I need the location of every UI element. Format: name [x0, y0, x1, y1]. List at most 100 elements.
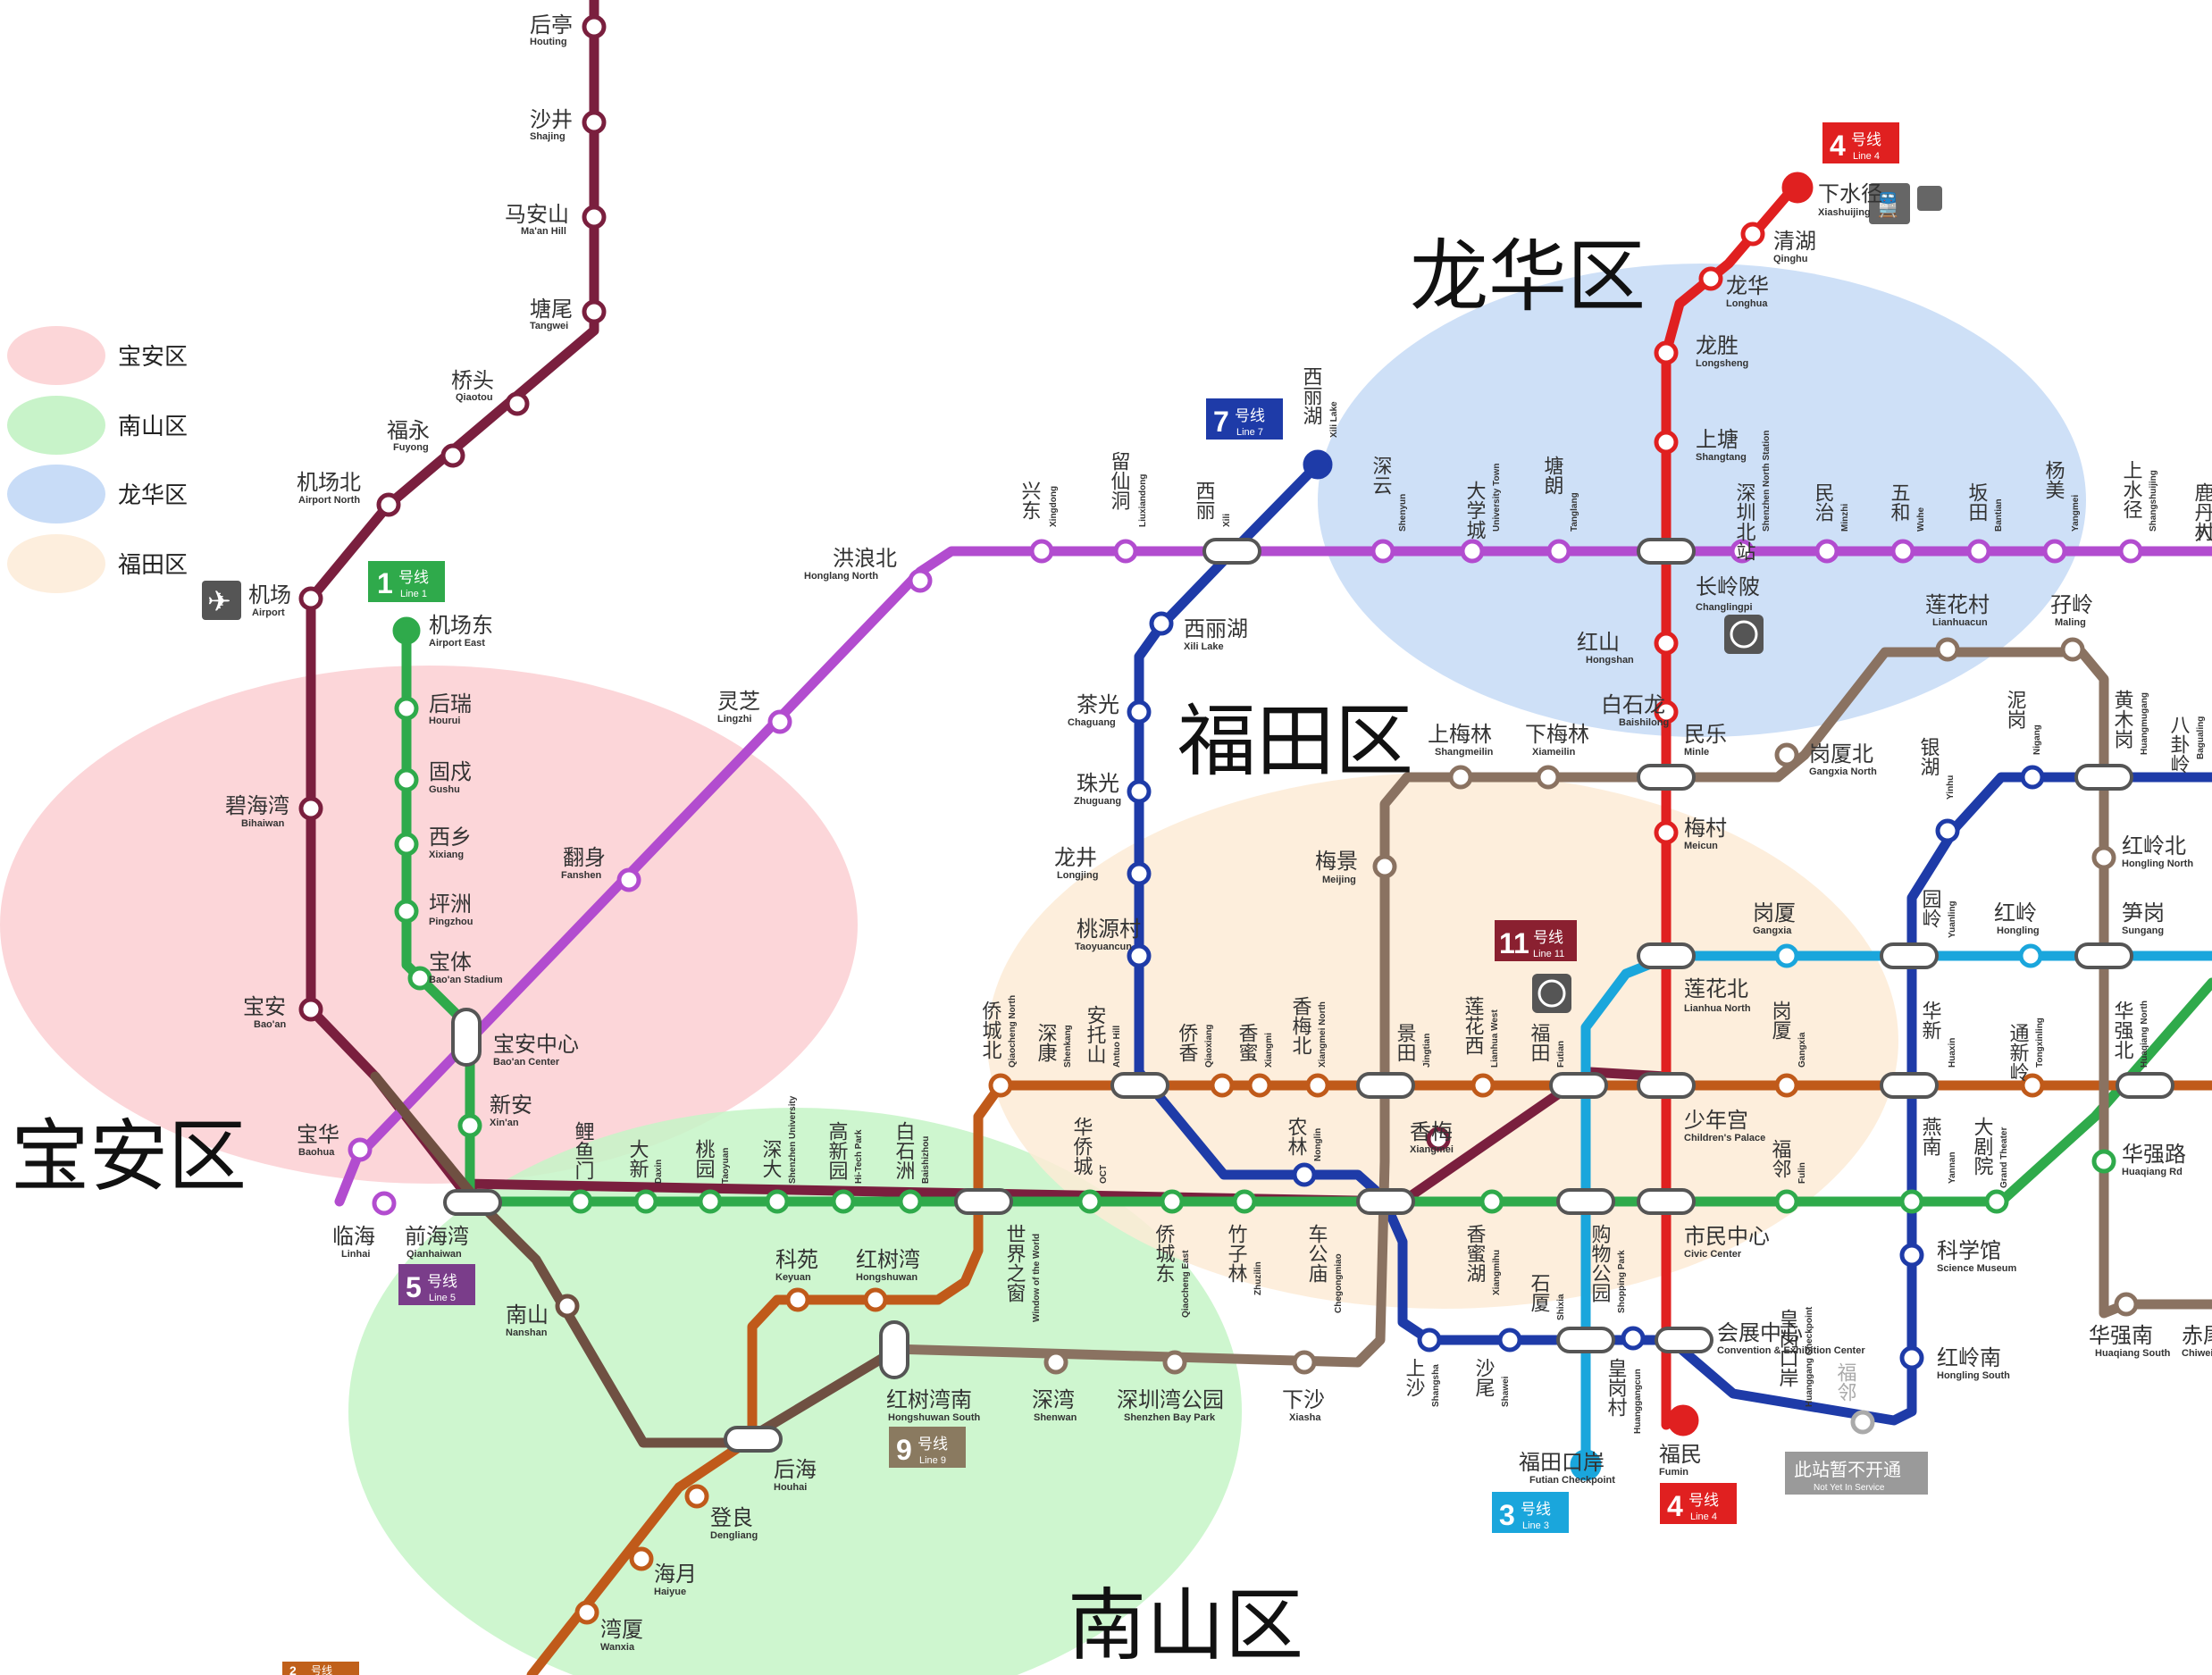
station-liyumen[interactable]	[568, 1189, 593, 1214]
station-linhai[interactable]	[372, 1191, 397, 1216]
station-oct[interactable]	[1077, 1189, 1102, 1214]
station-baoti[interactable]	[407, 966, 432, 991]
station-lianhua-west[interactable]	[1470, 1073, 1496, 1098]
transfer-huaqiang-north[interactable]	[1880, 1072, 1939, 1099]
station-xingdong[interactable]	[1029, 539, 1054, 564]
station-lianhuacun[interactable]	[1774, 943, 1799, 968]
station-tanglang[interactable]	[1460, 539, 1485, 564]
station-lingzhi[interactable]	[767, 709, 792, 734]
station-lianhua-north[interactable]	[1654, 820, 1679, 845]
station-houting[interactable]	[582, 14, 607, 39]
station-taoyuancun[interactable]	[1127, 861, 1152, 886]
station-huanggangcun[interactable]	[1621, 1326, 1646, 1351]
transfer-shopping-park[interactable]	[1556, 1188, 1615, 1215]
station-hongling-south[interactable]	[2091, 1149, 2116, 1174]
station-longjing[interactable]	[1127, 779, 1152, 804]
station-fulin[interactable]	[1850, 1410, 1875, 1435]
station-airport[interactable]	[298, 586, 323, 611]
station-xixiang[interactable]	[394, 832, 419, 857]
transfer-grand-theater[interactable]	[2116, 1072, 2174, 1099]
station-university-town[interactable]	[1370, 539, 1395, 564]
transfer-convention-center[interactable]	[1637, 1188, 1696, 1215]
station-liuxiandong[interactable]	[1113, 539, 1138, 564]
transfer-hongshuwan-south[interactable]	[879, 1320, 909, 1379]
station-bihaiwan[interactable]	[298, 796, 323, 821]
transfer-window-world[interactable]	[954, 1188, 1013, 1215]
station-qiaocheng-north[interactable]	[988, 1073, 1013, 1098]
station-ludancun[interactable]	[2114, 1292, 2139, 1317]
station-hongshan[interactable]	[1654, 430, 1679, 455]
transfer-xili[interactable]	[1202, 538, 1261, 565]
station-qiaocheng-east[interactable]	[1160, 1189, 1185, 1214]
station-zhuguang[interactable]	[1127, 699, 1152, 724]
station-shangshuijing[interactable]	[2042, 539, 2067, 564]
station-yitian[interactable]	[1570, 1449, 1602, 1481]
station-yuanling[interactable]	[2091, 845, 2116, 870]
transfer-shenzhen-north[interactable]	[1637, 538, 1696, 565]
station-tongxinling[interactable]	[2018, 943, 2043, 968]
station-qiaoxiang[interactable]	[1210, 1073, 1235, 1098]
station-xiangmei[interactable]	[1426, 1126, 1451, 1152]
station-tangwei[interactable]	[582, 299, 607, 324]
station-honglang-north[interactable]	[908, 568, 933, 593]
station-maanshan[interactable]	[582, 205, 607, 230]
station-baishilong[interactable]	[1654, 631, 1679, 656]
transfer-hongling[interactable]	[2074, 942, 2133, 969]
station-xiangmei-north[interactable]	[1305, 1073, 1330, 1098]
station-nonglin[interactable]	[1292, 1162, 1317, 1187]
station-shangtang[interactable]	[1654, 340, 1679, 365]
station-xili-lake[interactable]	[1303, 449, 1333, 480]
station-shawei[interactable]	[1497, 1327, 1522, 1353]
station-xinan[interactable]	[457, 1113, 482, 1138]
station-meijing[interactable]	[1372, 854, 1397, 879]
station-wuhe[interactable]	[1814, 539, 1839, 564]
station-minzhi[interactable]	[1730, 539, 1755, 564]
station-pingzhou[interactable]	[394, 899, 419, 924]
station-xiasha[interactable]	[1292, 1350, 1317, 1375]
station-bantian[interactable]	[1890, 539, 1915, 564]
transfer-baoan-center[interactable]	[451, 1008, 482, 1067]
station-gangxia-north[interactable]	[1774, 1073, 1799, 1098]
station-baohua[interactable]	[348, 1137, 373, 1162]
station-bagualing[interactable]	[2020, 765, 2045, 790]
station-haiyue[interactable]	[629, 1546, 654, 1571]
station-xiangmihu[interactable]	[1479, 1189, 1504, 1214]
station-xiangmi[interactable]	[1247, 1073, 1272, 1098]
station-longsheng[interactable]	[1698, 266, 1723, 291]
station-shajing[interactable]	[582, 110, 607, 135]
station-huaxin[interactable]	[1935, 818, 1960, 843]
station-yangmei[interactable]	[1966, 539, 1991, 564]
station-nigang[interactable]	[2060, 637, 2085, 662]
station-baishizhou[interactable]	[898, 1189, 923, 1214]
station-shenzhen-university[interactable]	[765, 1189, 790, 1214]
station-gushu[interactable]	[394, 767, 419, 792]
station-wanxia[interactable]	[574, 1600, 599, 1625]
station-meicun[interactable]	[1536, 765, 1561, 790]
station-airport-east[interactable]	[392, 616, 421, 645]
station-nanshan[interactable]	[555, 1294, 580, 1319]
station-minle[interactable]	[1654, 699, 1679, 724]
transfer-chegongmiao[interactable]	[1356, 1188, 1415, 1215]
station-changlingpi[interactable]	[1546, 539, 1571, 564]
station-airport-north[interactable]	[376, 492, 401, 517]
transfer-civic-center[interactable]	[1637, 1072, 1696, 1099]
station-baoan[interactable]	[298, 997, 323, 1022]
transfer-futian[interactable]	[1549, 1072, 1608, 1099]
station-daxin[interactable]	[633, 1189, 658, 1214]
station-fanshen[interactable]	[616, 867, 641, 892]
station-keyuan[interactable]	[785, 1287, 810, 1312]
transfer-hongling-north[interactable]	[2074, 764, 2133, 791]
transfer-antuoshan[interactable]	[1110, 1072, 1169, 1099]
transfer-jingtian[interactable]	[1356, 1072, 1415, 1099]
station-fuyong[interactable]	[440, 443, 465, 468]
station-longhua[interactable]	[1740, 222, 1765, 247]
transfer-huangmugang[interactable]	[1880, 942, 1939, 969]
station-hongshuwan[interactable]	[863, 1287, 888, 1312]
station-shenzhen-bay-park[interactable]	[1162, 1350, 1187, 1375]
transfer-houhai[interactable]	[724, 1426, 783, 1453]
station-xiashuijing[interactable]	[2118, 539, 2143, 564]
station-futian-checkpoint[interactable]	[1667, 1404, 1699, 1436]
transfer-children-palace[interactable]	[1637, 942, 1696, 969]
station-huaqiang-south[interactable]	[1899, 1243, 1924, 1268]
station-huaqiang-rd[interactable]	[1899, 1189, 1924, 1214]
